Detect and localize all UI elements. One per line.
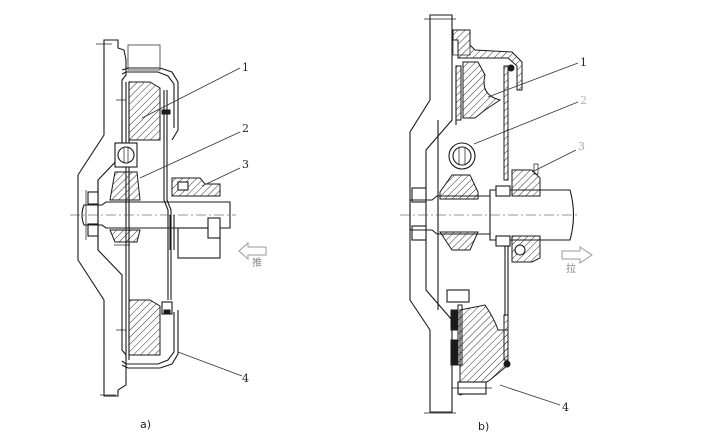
flywheel-a — [77, 39, 127, 397]
leader-4-b — [499, 384, 561, 406]
input-shaft-a — [81, 201, 231, 229]
clutch-cover-b — [452, 29, 523, 91]
leader-3-a — [201, 167, 241, 187]
leader-1-b — [487, 62, 579, 98]
callouts-b: 1 2 3 4 — [473, 56, 587, 414]
leader-2-b — [473, 101, 579, 145]
callout-3-a: 3 — [242, 158, 249, 171]
pull-arrow-icon — [561, 246, 593, 264]
caption-a: a) — [140, 418, 151, 431]
flywheel-b — [409, 14, 453, 413]
input-shaft-b — [409, 189, 575, 241]
callout-2-a: 2 — [242, 122, 249, 135]
callout-4-a: 4 — [242, 372, 249, 385]
panel-a-push-clutch — [70, 39, 236, 397]
push-label: 推 — [252, 256, 262, 269]
pressure-plate-b — [462, 61, 502, 119]
leader-2-a — [139, 131, 241, 179]
release-bearing-b — [511, 169, 541, 197]
leader-3-b — [531, 149, 577, 173]
callout-1-a: 1 — [242, 61, 249, 74]
callouts-a: 1 2 3 4 — [139, 61, 249, 385]
leader-4-a — [177, 351, 243, 377]
pull-label: 拉 — [566, 262, 576, 275]
callout-4-b: 4 — [562, 401, 569, 414]
callout-2-b: 2 — [580, 94, 587, 107]
hub-b — [439, 174, 479, 200]
leader-1-a — [141, 67, 241, 119]
hub-a — [109, 171, 141, 201]
caption-b: b) — [478, 420, 489, 433]
callout-1-b: 1 — [580, 56, 587, 69]
callout-3-b: 3 — [578, 140, 585, 153]
panel-b-pull-clutch — [400, 14, 577, 414]
push-arrow-icon — [238, 241, 267, 261]
